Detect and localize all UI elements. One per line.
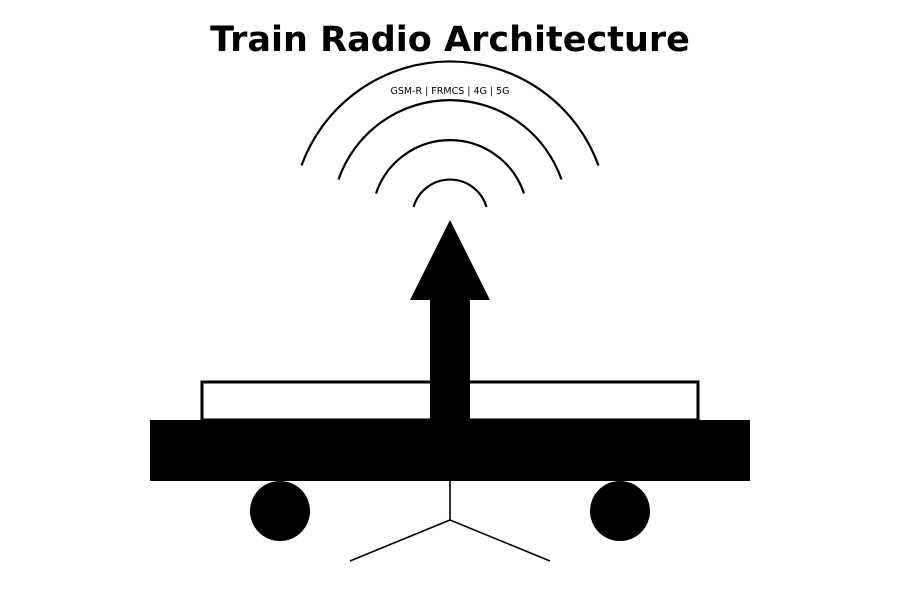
radio-wave-2 xyxy=(374,139,526,194)
radio-wave-3 xyxy=(337,99,563,180)
link-left-branch xyxy=(349,519,451,562)
train-car-icon xyxy=(150,420,750,481)
radio-wave-4 xyxy=(300,60,600,166)
wheel-icon xyxy=(250,481,650,541)
wheel-right xyxy=(590,481,650,541)
link-right-branch xyxy=(449,519,551,562)
radio-waves-icon xyxy=(300,60,600,208)
pantograph-icon xyxy=(349,481,551,562)
arrow-shaft-overlap xyxy=(430,376,470,422)
diagram-title: Train Radio Architecture xyxy=(210,20,690,60)
arrow-head xyxy=(410,220,490,300)
signal-standards-label: GSM-R | FRMCS | 4G | 5G xyxy=(390,86,509,97)
radio-wave-1 xyxy=(412,178,488,208)
wheel-left xyxy=(250,481,310,541)
